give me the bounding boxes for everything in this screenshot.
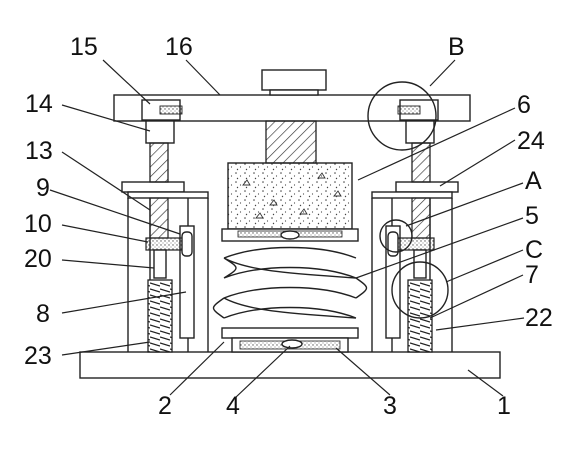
right-damper-spring [407, 279, 433, 353]
leader-a [405, 182, 524, 227]
callout-20: 20 [24, 245, 52, 273]
callout-10: 10 [24, 210, 52, 238]
main-spring [212, 246, 368, 319]
lower-plate-hub [281, 339, 303, 349]
leader-10 [61, 224, 149, 243]
leader-1 [467, 369, 504, 397]
leader-5 [355, 217, 524, 279]
callout-7: 7 [525, 261, 539, 289]
leader-14 [61, 104, 151, 132]
callout-8: 8 [36, 300, 50, 328]
top-cap [261, 69, 327, 91]
leader-8 [61, 291, 187, 314]
callout-22: 22 [525, 304, 553, 332]
leader-16 [185, 59, 221, 96]
leader-b [429, 59, 456, 87]
leader-20 [61, 259, 155, 269]
callout-16: 16 [165, 33, 193, 61]
leader-7 [429, 274, 524, 319]
leader-c [445, 249, 524, 283]
base-plate [79, 351, 501, 379]
leader-2 [169, 341, 225, 396]
left-damper-spring [147, 279, 173, 353]
load-block [227, 162, 353, 230]
detail-circle-c [391, 261, 449, 319]
right-clamp-insert [397, 105, 421, 115]
leader-6 [357, 107, 516, 181]
detail-circle-a [379, 219, 413, 253]
left-guide-walls [127, 198, 209, 352]
left-mid-rod [149, 197, 169, 239]
callout-23: 23 [24, 342, 52, 370]
callout-c: C [525, 236, 543, 264]
callout-14: 14 [25, 90, 53, 118]
callout-a: A [525, 167, 542, 195]
callout-5: 5 [525, 202, 539, 230]
leader-22 [435, 317, 525, 331]
leader-15 [102, 59, 151, 105]
callout-b: B [448, 33, 465, 61]
block-texture [242, 172, 342, 219]
left-upper-rod [149, 142, 169, 183]
leader-9 [49, 189, 181, 235]
right-slider [405, 120, 435, 144]
callout-1: 1 [497, 392, 511, 420]
center-screw [265, 120, 317, 164]
callout-2: 2 [158, 392, 172, 420]
detail-circle-b [367, 81, 437, 151]
left-lower-rod [153, 249, 167, 279]
callout-6: 6 [517, 91, 531, 119]
left-clamp-insert [159, 105, 183, 115]
left-slider [145, 120, 175, 144]
leader-3 [335, 347, 391, 396]
left-guide-cap [127, 191, 209, 199]
callout-9: 9 [36, 174, 50, 202]
callout-15: 15 [70, 33, 98, 61]
leader-4 [234, 345, 291, 399]
callout-4: 4 [226, 392, 240, 420]
callout-13: 13 [25, 137, 53, 165]
top-cap-neck [269, 89, 319, 96]
right-guide-cap [371, 191, 453, 199]
leader-23 [61, 341, 151, 356]
leader-13 [61, 151, 151, 211]
right-roller [387, 231, 399, 257]
callout-3: 3 [383, 392, 397, 420]
right-lower-rod [413, 249, 427, 279]
left-upper-flange [121, 181, 185, 193]
leader-24 [439, 139, 516, 187]
upper-plate-hub [280, 230, 300, 240]
lower-spring-plate [221, 327, 359, 339]
right-upper-flange [395, 181, 459, 193]
callout-24: 24 [517, 127, 545, 155]
left-roller [181, 231, 193, 257]
